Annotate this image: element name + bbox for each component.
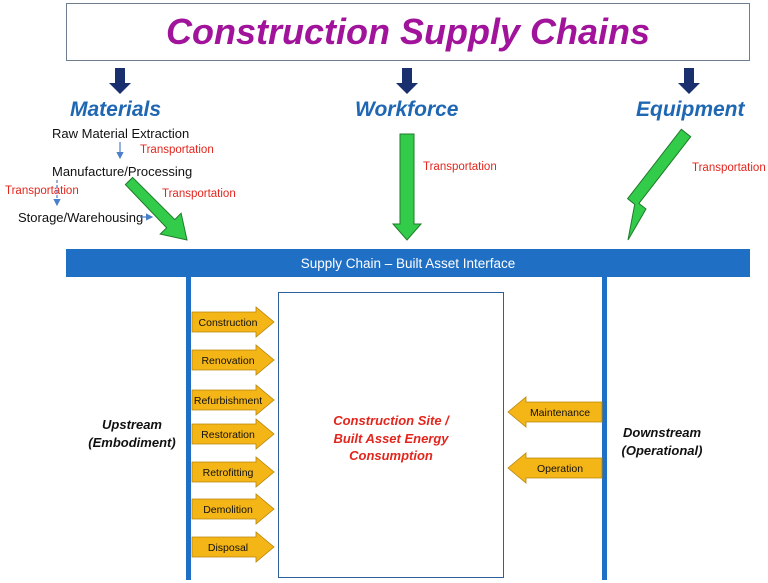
downstream-label-line1: Downstream bbox=[622, 425, 702, 440]
upstream-activity-arrows: ConstructionRenovationRefurbishmentResto… bbox=[191, 306, 275, 563]
transportation-label-extraction: Transportation bbox=[140, 144, 214, 156]
supply-chain-interface-bar: Supply Chain – Built Asset Interface bbox=[66, 249, 750, 277]
upstream-activity-renovation: Renovation bbox=[191, 344, 275, 376]
raw-material-extraction-label: Raw Material Extraction bbox=[52, 126, 190, 141]
title-to-equipment-arrow bbox=[678, 68, 700, 94]
upstream-activity-demolition: Demolition bbox=[191, 493, 275, 525]
transportation-label-equipment: Transportation bbox=[692, 162, 766, 174]
upstream-label-line1: Upstream bbox=[102, 417, 162, 432]
workforce-heading: Workforce bbox=[355, 98, 459, 121]
upstream-activity-label: Restoration bbox=[201, 429, 255, 441]
downstream-activity-maintenance: Maintenance bbox=[507, 396, 603, 428]
construction-site-label-line3: Consumption bbox=[349, 448, 433, 464]
materials-heading: Materials bbox=[70, 98, 162, 121]
downstream-label: Downstream (Operational) bbox=[612, 424, 712, 460]
upstream-activity-restoration: Restoration bbox=[191, 418, 275, 450]
downstream-activity-operation: Operation bbox=[507, 452, 603, 484]
manufacture-processing-label: Manufacture/Processing bbox=[52, 164, 193, 179]
construction-site-box bbox=[278, 292, 504, 578]
upstream-activity-disposal: Disposal bbox=[191, 531, 275, 563]
transportation-label-manufacture: Transportation bbox=[5, 185, 79, 197]
storage-warehousing-label: Storage/Warehousing bbox=[18, 210, 144, 225]
title-box bbox=[66, 3, 750, 61]
materials-green-arrow bbox=[124, 176, 188, 241]
construction-site-label: Construction Site / Built Asset Energy C… bbox=[286, 412, 496, 465]
upstream-activity-construction: Construction bbox=[191, 306, 275, 338]
upstream-activity-refurbishment: Refurbishment bbox=[191, 384, 275, 416]
transportation-label-materials: Transportation bbox=[162, 188, 236, 200]
workforce-green-arrow bbox=[391, 133, 423, 241]
upstream-label-line2: (Embodiment) bbox=[88, 435, 176, 451]
upstream-boundary-line bbox=[186, 277, 191, 580]
upstream-activity-label: Demolition bbox=[203, 504, 253, 516]
upstream-activity-retrofitting: Retrofitting bbox=[191, 456, 275, 488]
downstream-activity-label: Operation bbox=[537, 463, 583, 475]
upstream-activity-label: Refurbishment bbox=[194, 395, 262, 407]
construction-site-label-line2: Built Asset Energy bbox=[333, 430, 449, 446]
diagram-title: Construction Supply Chains bbox=[165, 11, 650, 52]
upstream-activity-label: Retrofitting bbox=[203, 467, 254, 479]
downstream-label-line2: (Operational) bbox=[621, 443, 703, 459]
downstream-boundary-line bbox=[602, 277, 607, 580]
upstream-label: Upstream (Embodiment) bbox=[82, 416, 182, 452]
equipment-green-arrow bbox=[626, 128, 692, 241]
upstream-activity-label: Disposal bbox=[208, 542, 248, 554]
equipment-heading: Equipment bbox=[636, 98, 745, 121]
construction-site-label-line1: Construction Site / bbox=[333, 413, 449, 428]
title-to-workforce-arrow bbox=[396, 68, 418, 94]
transportation-label-workforce: Transportation bbox=[423, 161, 497, 173]
upstream-activity-label: Construction bbox=[199, 317, 258, 329]
downstream-activity-label: Maintenance bbox=[530, 407, 590, 419]
upstream-activity-label: Renovation bbox=[201, 355, 254, 367]
title-to-materials-arrow bbox=[109, 68, 131, 94]
